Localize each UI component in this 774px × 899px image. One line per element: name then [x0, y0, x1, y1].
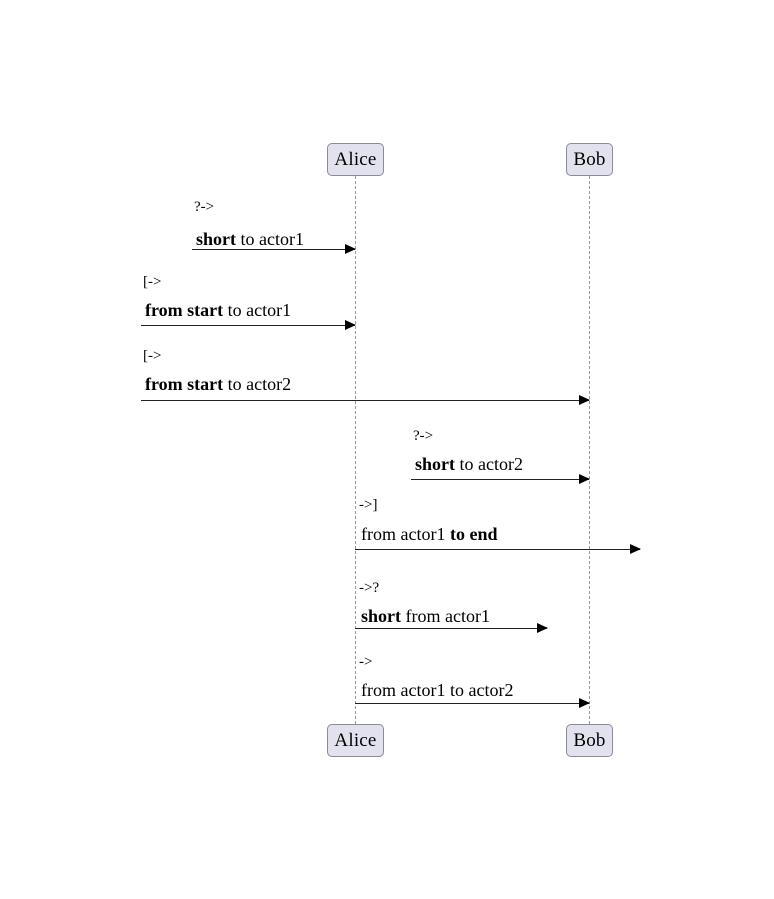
lifeline-alice	[355, 176, 356, 724]
message-3-line	[141, 400, 589, 401]
message-6-operator: ->?	[359, 580, 380, 596]
message-1-arrowhead	[345, 243, 356, 254]
actor-head-alice[interactable]: Alice	[327, 143, 384, 176]
actor-head-bob[interactable]: Bob	[566, 143, 613, 176]
message-6-label-suffix: from actor1	[401, 606, 490, 626]
actor-foot-bob-label: Bob	[573, 729, 606, 751]
message-6-label-prefix: short	[361, 606, 401, 626]
actor-head-alice-label: Alice	[334, 148, 377, 170]
message-4-arrowhead	[579, 473, 590, 484]
message-3-label: from start to actor2	[145, 374, 291, 395]
message-3-operator: [->	[143, 348, 162, 364]
message-4-label-prefix: short	[415, 454, 455, 474]
message-5-operator: ->]	[359, 497, 378, 513]
message-6-label: short from actor1	[361, 606, 490, 627]
message-6-arrowhead	[537, 622, 548, 633]
message-1-label: short to actor1	[196, 229, 304, 250]
message-1-label-suffix: to actor1	[236, 229, 304, 249]
lifeline-bob	[589, 176, 590, 724]
actor-head-bob-label: Bob	[573, 148, 606, 170]
message-4-label-suffix: to actor2	[455, 454, 523, 474]
message-4-operator: ?->	[413, 428, 434, 444]
message-3-label-suffix: to actor2	[223, 374, 292, 394]
actor-foot-alice-label: Alice	[334, 729, 377, 751]
actor-foot-alice[interactable]: Alice	[327, 724, 384, 757]
message-1-line	[192, 249, 355, 250]
message-7-label: from actor1 to actor2	[361, 680, 513, 701]
message-3-arrowhead	[579, 394, 590, 405]
message-4-label: short to actor2	[415, 454, 523, 475]
message-1-operator: ?->	[194, 199, 215, 215]
message-2-line	[141, 325, 355, 326]
actor-foot-bob[interactable]: Bob	[566, 724, 613, 757]
message-7-label-mid: from actor1 to actor2	[361, 680, 514, 700]
message-2-label-suffix: to actor1	[223, 300, 292, 320]
message-6-line	[355, 628, 547, 629]
message-5-label: from actor1 to end	[361, 524, 497, 545]
message-2-label-prefix: from start	[145, 300, 224, 320]
message-7-line	[355, 703, 589, 704]
message-2-label: from start to actor1	[145, 300, 291, 321]
message-2-arrowhead	[345, 319, 356, 330]
message-7-arrowhead	[579, 697, 590, 708]
message-1-label-prefix: short	[196, 229, 236, 249]
message-5-label-suffix: to end	[449, 524, 498, 544]
message-5-arrowhead	[630, 543, 641, 554]
message-2-operator: [->	[143, 274, 162, 290]
message-5-line	[355, 549, 640, 550]
message-4-line	[411, 479, 589, 480]
message-5-label-mid: from actor1	[361, 524, 450, 544]
message-3-label-prefix: from start	[145, 374, 224, 394]
message-7-operator: ->	[359, 654, 373, 670]
